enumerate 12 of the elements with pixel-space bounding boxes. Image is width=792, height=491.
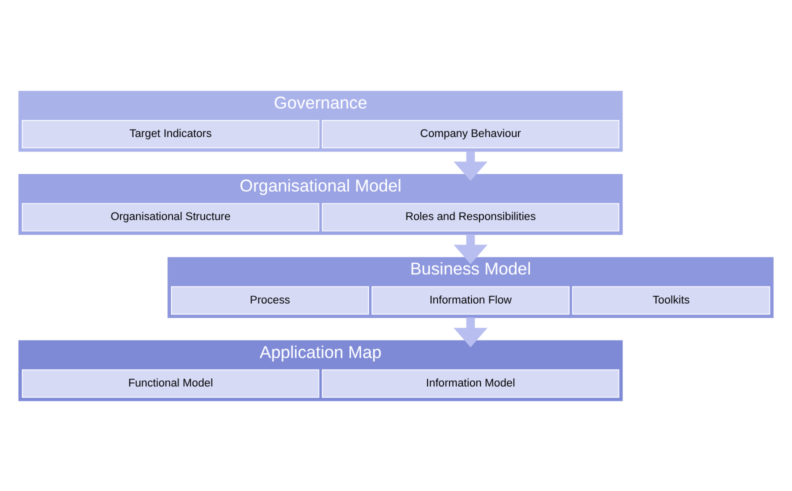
node-box: Toolkits [572, 286, 770, 314]
node-box: Functional Model [22, 368, 320, 398]
node-box: Company Behaviour [322, 120, 620, 148]
node-box: Target Indicators [22, 120, 320, 148]
node-box: Organisational Structure [22, 202, 320, 231]
arrow [454, 150, 488, 180]
node-box: Roles and Responsibilities [322, 202, 620, 231]
arrow [454, 234, 488, 264]
node-box: Process [171, 286, 369, 314]
node-box: Information Model [322, 368, 620, 398]
arrow [454, 317, 488, 347]
node-box: Information Flow [372, 286, 570, 314]
